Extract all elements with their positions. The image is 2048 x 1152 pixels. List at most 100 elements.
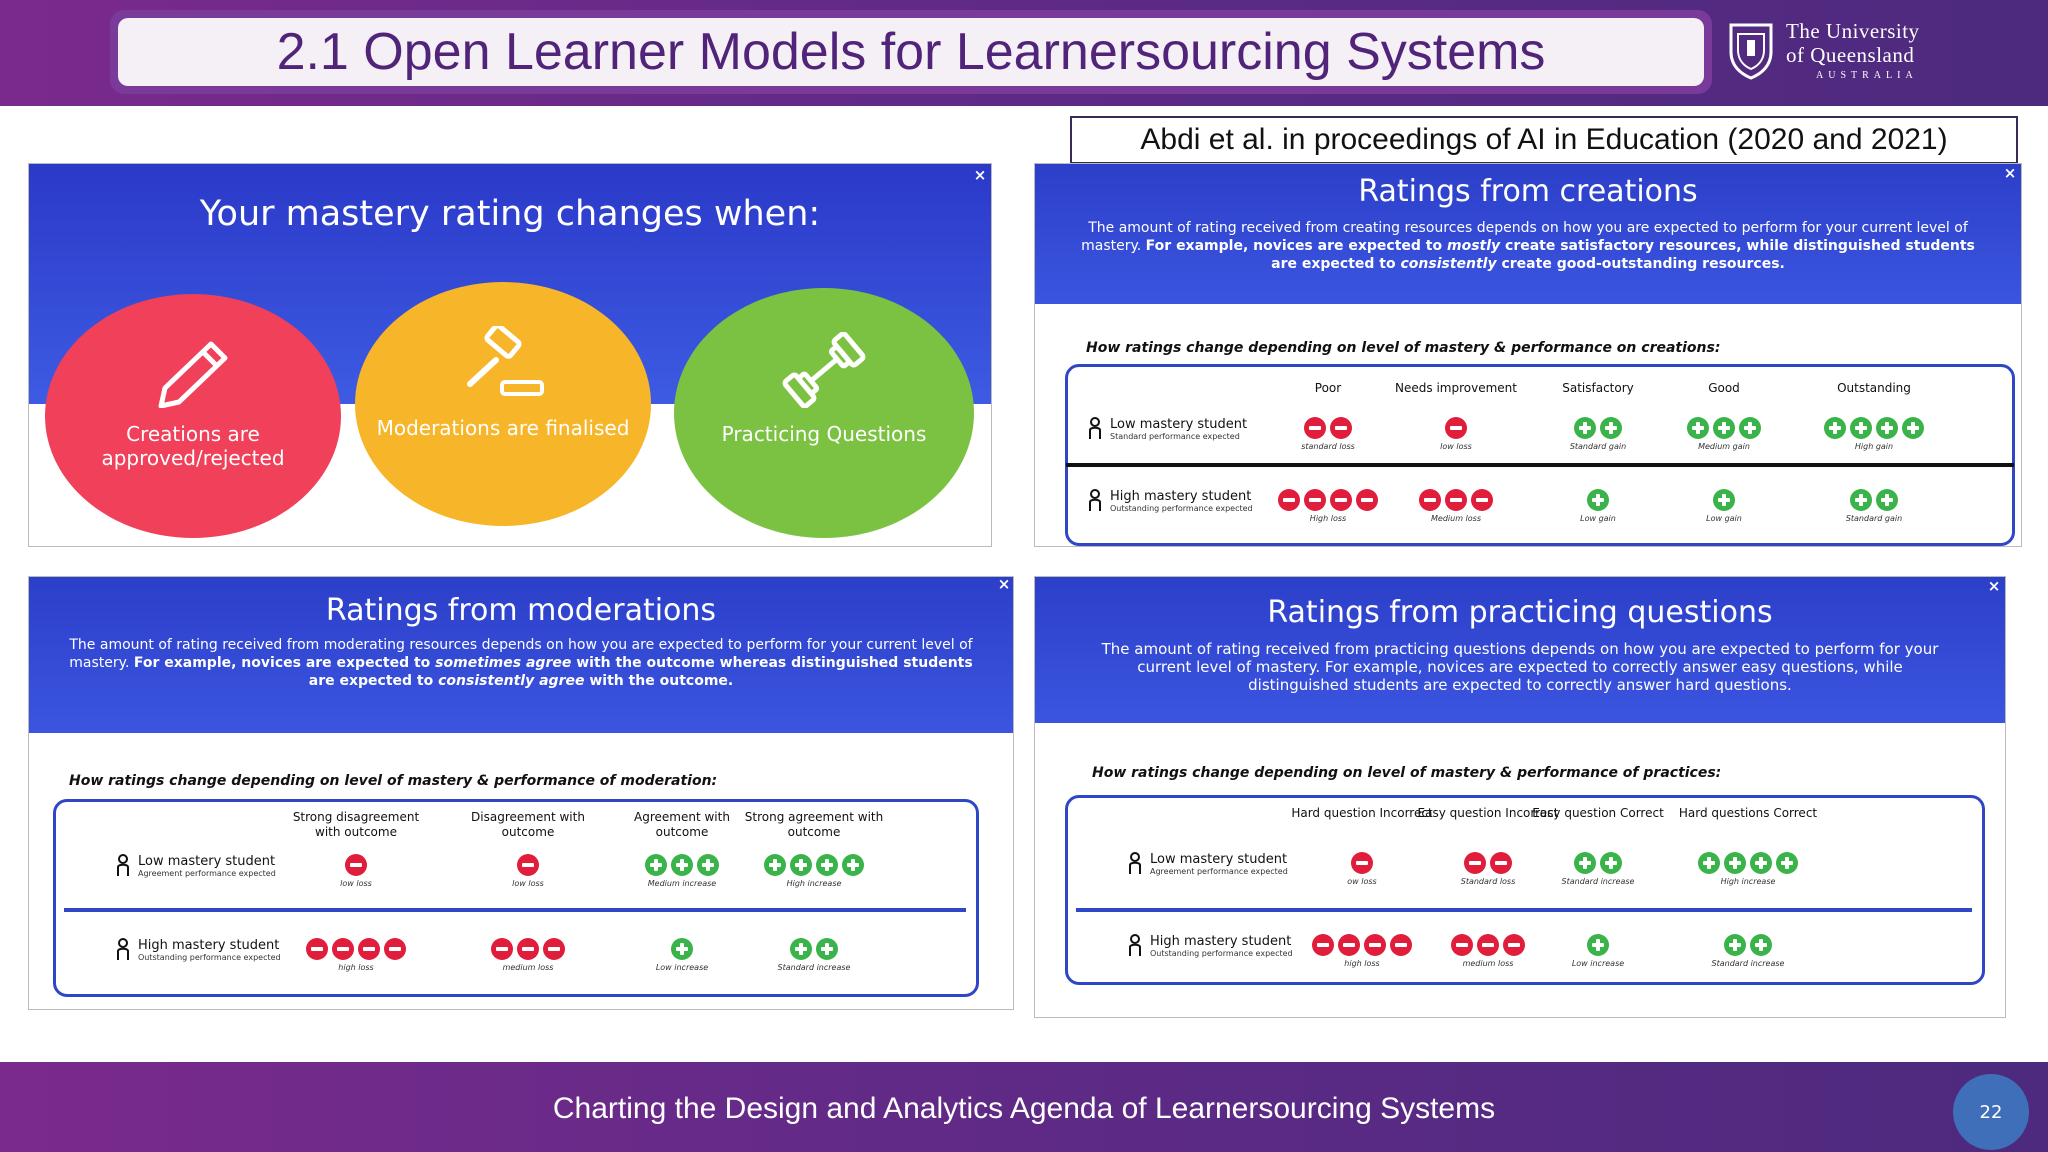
person-icon (1129, 852, 1141, 874)
plus-icon (1713, 417, 1735, 439)
moderations-column-header: Disagreement with outcome (471, 810, 585, 839)
student-type: Low mastery student (138, 854, 276, 869)
student-type: High mastery student (138, 938, 280, 953)
uq-crest-icon (1729, 23, 1773, 80)
student-type: Low mastery student (1150, 852, 1288, 867)
expectation: Outstanding performance expected (138, 953, 281, 962)
rating-caption: standard loss (1301, 442, 1355, 451)
student-type: High mastery student (1150, 934, 1292, 949)
moderations-panel: Ratings from moderations The amount of r… (28, 576, 1014, 1010)
rating-caption: High loss (1309, 514, 1347, 523)
rating-caption: Low increase (655, 963, 709, 972)
rating-cell: Medium loss (1386, 489, 1526, 523)
rating-caption: Low gain (1580, 514, 1616, 523)
creations-title: Ratings from creations (1358, 174, 1698, 209)
pencil-icon (158, 341, 228, 408)
minus-icon (1330, 417, 1352, 439)
plus-icon (1574, 852, 1596, 874)
plus-icon (1750, 934, 1772, 956)
rating-cell: Standard increase (1673, 934, 1823, 968)
close-icon[interactable]: × (973, 166, 987, 184)
university-logo: The University of Queensland AUSTRALIA (1728, 18, 2028, 84)
title-panel: 2.1 Open Learner Models for Learnersourc… (118, 18, 1704, 86)
creations-column-header: Good (1708, 381, 1740, 395)
rating-caption: low loss (340, 879, 372, 888)
practice-column-header: Hard questions Correct (1678, 806, 1818, 820)
page-title: 2.1 Open Learner Models for Learnersourc… (276, 23, 1546, 81)
rating-cell: Standard increase (1523, 852, 1673, 886)
rating-caption: High increase (786, 879, 842, 888)
minus-icon (1356, 489, 1378, 511)
title-frame: 2.1 Open Learner Models for Learnersourc… (110, 10, 1712, 94)
practice-description: The amount of rating received from pract… (1101, 640, 1939, 694)
mastery-title: Your mastery rating changes when: (199, 194, 821, 234)
plus-icon (1713, 489, 1735, 511)
plus-icon (1850, 417, 1872, 439)
plus-icon (1850, 489, 1872, 511)
practice-column-header: Easy question Correct (1532, 806, 1664, 820)
practice-subheading: How ratings change depending on level of… (1092, 765, 1722, 781)
rating-caption: low loss (1440, 442, 1472, 451)
plus-icon (645, 854, 667, 876)
minus-icon (1338, 934, 1360, 956)
minus-icon (345, 854, 367, 876)
minus-icon (1330, 489, 1352, 511)
rating-cell: High increase (1673, 852, 1823, 886)
rating-cell: Standard increase (739, 938, 889, 972)
student-type: Low mastery student (1110, 417, 1248, 432)
rating-caption: ow loss (1347, 877, 1377, 886)
person-icon (117, 938, 129, 960)
moderations-description: The amount of rating received from moder… (69, 637, 973, 689)
rating-cell: Medium gain (1654, 417, 1794, 451)
rating-cell: Low gain (1654, 489, 1794, 523)
uq-country: AUSTRALIA (1816, 70, 1918, 81)
rating-cell: low loss (453, 854, 603, 888)
rating-cell: Standard gain (1528, 417, 1668, 451)
minus-icon (1451, 934, 1473, 956)
citation-box: Abdi et al. in proceedings of AI in Educ… (1070, 116, 2018, 164)
minus-icon (1390, 934, 1412, 956)
minus-icon (384, 938, 406, 960)
rating-caption: Standard gain (1845, 514, 1903, 523)
plus-icon (1876, 417, 1898, 439)
student-type: High mastery student (1110, 489, 1252, 504)
expectation: Agreement performance expected (1150, 867, 1288, 876)
rating-caption: low loss (512, 879, 544, 888)
plus-icon (671, 938, 693, 960)
header-bar: 2.1 Open Learner Models for Learnersourc… (0, 0, 2048, 106)
close-icon[interactable]: × (1987, 577, 2001, 595)
rating-caption: medium loss (502, 963, 554, 972)
moderations-circle: Moderations are finalised (355, 282, 651, 526)
practice-column-header: Hard question Incorrect (1291, 806, 1433, 820)
moderations-column-header: Strong agreement with outcome (744, 810, 884, 839)
rating-caption: Medium increase (647, 879, 717, 888)
person-icon (1089, 417, 1101, 439)
rating-cell: high loss (281, 938, 431, 972)
rating-cell: Low increase (607, 938, 757, 972)
minus-icon (517, 938, 539, 960)
expectation: Agreement performance expected (138, 869, 276, 878)
plus-icon (1750, 852, 1772, 874)
rating-cell: ow loss (1287, 852, 1437, 886)
plus-icon (1574, 417, 1596, 439)
practice-panel: Ratings from practicing questions The am… (1034, 576, 2006, 1018)
close-icon[interactable]: × (997, 576, 1011, 593)
minus-icon (1312, 934, 1334, 956)
creations-subheading: How ratings change depending on level of… (1086, 340, 1721, 356)
plus-icon (671, 854, 693, 876)
moderations-title: Ratings from moderations (325, 593, 717, 628)
person-icon (1129, 934, 1141, 956)
rating-cell: standard loss (1258, 417, 1398, 451)
rating-caption: Standard gain (1569, 442, 1627, 451)
plus-icon (1824, 417, 1846, 439)
rating-caption: Medium gain (1698, 442, 1750, 451)
plus-icon (790, 854, 812, 876)
expectation: Outstanding performance expected (1150, 949, 1293, 958)
rating-cell: High gain (1804, 417, 1944, 451)
creations-description: The amount of rating received from creat… (1081, 220, 1975, 272)
close-icon[interactable]: × (2003, 164, 2017, 182)
